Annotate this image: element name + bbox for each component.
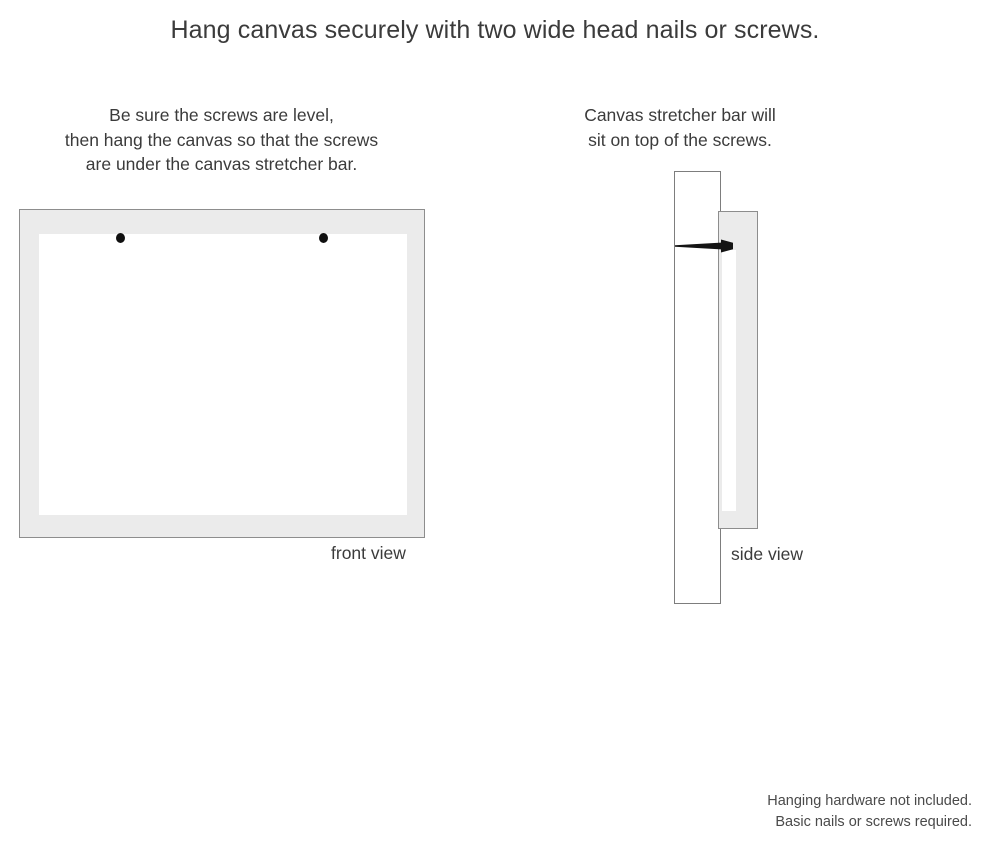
footer-note-line-2: Basic nails or screws required. [775, 814, 972, 830]
screw-head-right-icon [319, 233, 328, 243]
front-view-label: front view [331, 543, 406, 563]
stretcher-bar-cross-section [722, 250, 736, 511]
page-title: Hang canvas securely with two wide head … [170, 16, 820, 44]
front-view-caption-line-2: then hang the canvas so that the screws [64, 129, 379, 150]
front-view-caption-line-1: Be sure the screws are level, [109, 105, 334, 125]
side-view-caption-line-1: Canvas stretcher bar will [584, 105, 776, 125]
wall-cross-section [674, 171, 721, 604]
footer-note: Hanging hardware not included. Basic nai… [530, 791, 972, 833]
canvas-face [39, 234, 407, 515]
nail-icon [675, 239, 733, 253]
front-view-caption: Be sure the screws are level, then hang … [0, 103, 443, 177]
side-view-diagram [674, 171, 764, 605]
side-view-label: side view [731, 544, 803, 564]
screw-head-left-icon [116, 233, 125, 243]
side-view-caption: Canvas stretcher bar will sit on top of … [535, 103, 825, 152]
front-view-caption-line-3: are under the canvas stretcher bar. [85, 154, 358, 175]
footer-note-line-1: Hanging hardware not included. [767, 793, 972, 809]
front-view-diagram [19, 209, 425, 538]
canvas-frame-front [19, 209, 425, 538]
side-view-caption-line-2: sit on top of the screws. [588, 129, 772, 150]
